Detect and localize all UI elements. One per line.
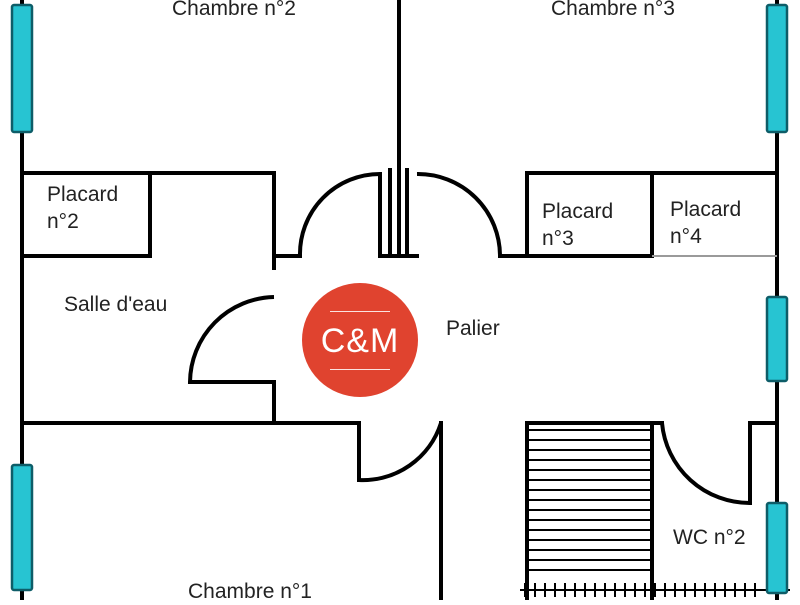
window-right-bottom (765, 501, 789, 595)
logo-line-bottom (330, 368, 390, 370)
staircase (527, 429, 652, 571)
label-palier: Palier (446, 317, 500, 340)
window-left-bottom (10, 463, 34, 592)
label-placard4: Placard n°4 (670, 198, 742, 248)
label-wc2: WC n°2 (673, 526, 746, 549)
window-right-middle (765, 295, 789, 383)
logo-line-top (330, 310, 390, 312)
door-salle-eau (187, 295, 275, 384)
logo-text: C&M (320, 321, 400, 360)
label-chambre3: Chambre n°3 (551, 0, 675, 20)
label-chambre1: Chambre n°1 (188, 580, 312, 603)
door-chambre3 (416, 171, 502, 257)
label-placard2: Placard n°2 (47, 183, 119, 233)
brand-logo: C&M (302, 283, 418, 397)
window-left-top (10, 3, 34, 134)
door-chambre1 (358, 422, 443, 483)
label-chambre2: Chambre n°2 (172, 0, 296, 20)
door-chambre2 (297, 171, 382, 257)
door-wc2 (660, 422, 752, 506)
label-salle-eau: Salle d'eau (64, 293, 168, 316)
railing (520, 583, 790, 597)
window-right-top (765, 3, 789, 134)
label-placard3: Placard n°3 (542, 200, 614, 250)
